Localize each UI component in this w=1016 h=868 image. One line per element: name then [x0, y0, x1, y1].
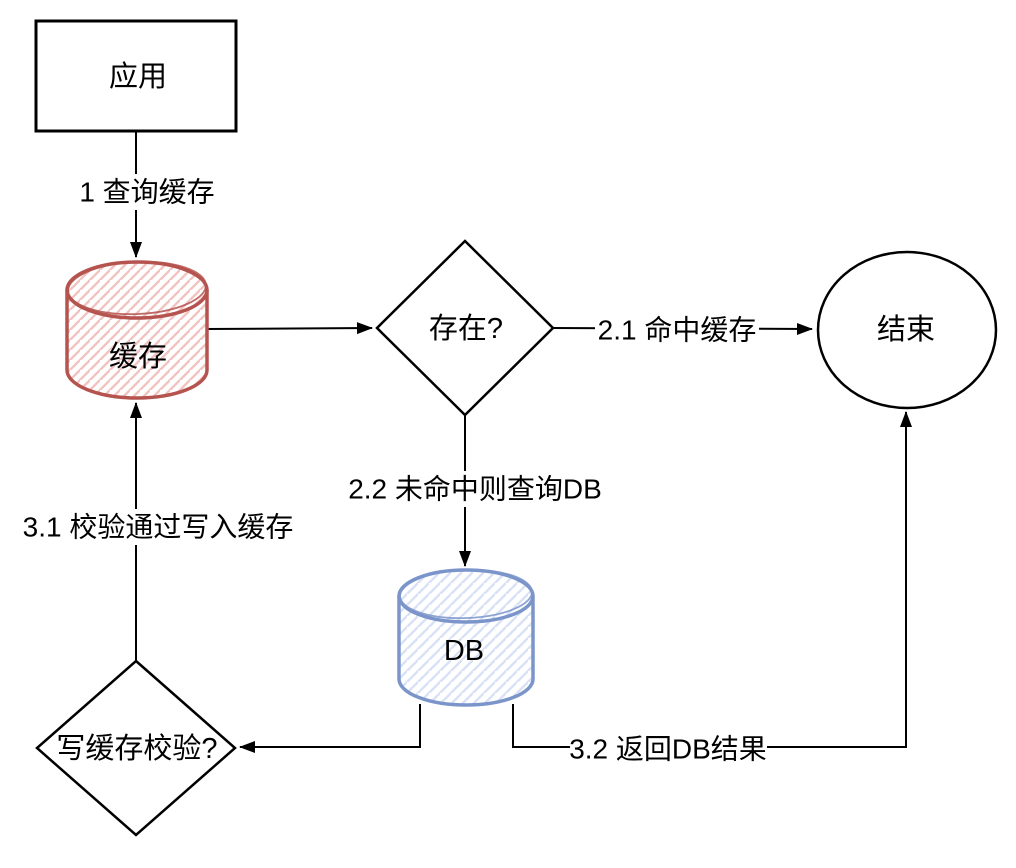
edge-label-bg — [27, 509, 290, 545]
cache-label: 缓存 — [109, 340, 167, 373]
exists-label: 存在? — [429, 312, 503, 345]
node-exists: 存在? — [375, 239, 555, 417]
node-app: 应用 — [34, 19, 238, 133]
edge-label-bg — [72, 174, 222, 210]
node-db: DB — [397, 568, 535, 707]
edge-exists-to-end: 2.1 命中缓存 — [552, 312, 813, 348]
edge-app-to-cache: 1 查询缓存 — [72, 131, 222, 258]
edge-label-bg — [342, 471, 608, 507]
app-rectangle — [34, 19, 238, 133]
node-end: 结束 — [816, 250, 998, 410]
edge-label-cache-hit: 2.1 命中缓存 — [598, 315, 757, 346]
db-cylinder-sketch-line — [399, 569, 533, 619]
edge-label-query-cache: 1 查询缓存 — [79, 177, 214, 208]
node-cache: 缓存 — [65, 260, 209, 400]
edge-label-return-db-result: 3.2 返回DB结果 — [569, 734, 767, 765]
node-write-check: 写缓存校验? — [35, 659, 237, 837]
edge-label-bg — [570, 731, 767, 767]
edge-label-write-cache-on-pass: 3.1 校验通过写入缓存 — [23, 512, 294, 543]
db-cylinder-top-rim — [397, 595, 535, 624]
cache-cylinder-body — [65, 260, 209, 400]
edge-db-to-end: 3.2 返回DB结果 — [512, 411, 912, 767]
edge-exists-to-db: 2.2 未命中则查询DB — [342, 415, 608, 567]
end-circle — [816, 250, 998, 410]
cache-cylinder-sketch-line — [67, 260, 207, 316]
edge-db-to-write-check — [239, 704, 421, 753]
app-label: 应用 — [109, 60, 167, 93]
edge-label-miss-query-db: 2.2 未命中则查询DB — [348, 474, 602, 505]
end-label: 结束 — [877, 313, 935, 346]
db-label: DB — [444, 635, 484, 667]
edge-write-check-to-cache: 3.1 校验通过写入缓存 — [23, 402, 294, 660]
edge-label-bg — [595, 312, 759, 348]
write-check-diamond — [35, 659, 237, 837]
exists-diamond — [375, 239, 555, 417]
edge-cache-to-exists — [205, 322, 373, 335]
write-check-label: 写缓存校验? — [56, 732, 217, 765]
